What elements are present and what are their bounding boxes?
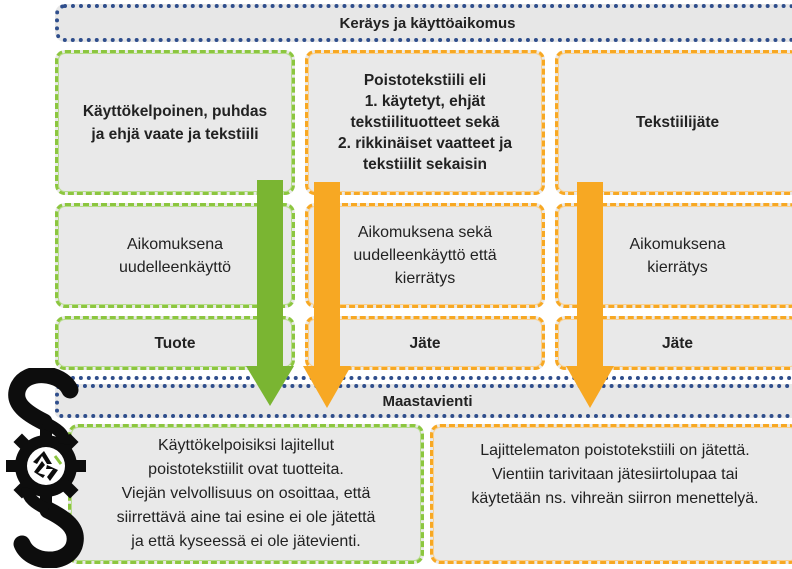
column-1-status-label: Tuote (154, 334, 196, 352)
column-2-header-line: Poistotekstiili eli (363, 72, 487, 89)
column-3-intent-line: kierrätys (647, 258, 708, 276)
export-label: Maastavienti (382, 392, 473, 410)
green-down-arrow (246, 180, 294, 406)
product-export-note: Käyttökelpoisiksi lajitellut poistotekst… (68, 424, 424, 564)
waste-export-note: Lajittelematon poistotekstiili on jätett… (430, 424, 792, 564)
column-2-intent: Aikomuksena sekä uudelleenkäyttö että ki… (305, 203, 545, 308)
product-export-note-line: poistotekstiilit ovat tuotteita. (148, 461, 344, 478)
product-export-note-line: ja että kyseessä ei ole jätevienti. (131, 533, 361, 550)
column-1-intent-line: Aikomuksena (126, 235, 224, 253)
column-1-header-line: Käyttökelpoinen, puhdas (82, 102, 268, 120)
product-export-note-line: Käyttökelpoisiksi lajitellut (157, 437, 335, 454)
export-bar: Maastavienti (55, 384, 792, 418)
column-2-intent-line: kierrätys (394, 270, 456, 287)
column-1-header: Käyttökelpoinen, puhdas ja ehjä vaate ja… (55, 50, 295, 195)
column-3-header-line: Tekstiilijäte (635, 114, 720, 131)
section-sign-recycle-logo-icon (6, 368, 86, 568)
column-2-intent-line: Aikomuksena sekä (357, 224, 493, 241)
separator-dotted-line (55, 376, 792, 380)
column-1-status: Tuote (55, 316, 295, 370)
orange-down-arrow-column-2 (303, 182, 351, 408)
waste-export-note-line: käytetään ns. vihreän siirron menettelyä… (471, 490, 759, 507)
collection-intent-label: Keräys ja käyttöaikomus (339, 14, 516, 32)
column-3-header: Tekstiilijäte (555, 50, 792, 195)
column-3-intent-line: Aikomuksena (629, 235, 726, 253)
column-2-header-line: tekstiilituotteet sekä (350, 114, 500, 131)
waste-export-note-line: Vientiin tarivitaan jätesiirtolupaa tai (491, 466, 739, 483)
product-export-note-line: siirrettävä aine tai esine ei ole jätett… (116, 509, 376, 526)
column-2-intent-line: uudelleenkäyttö että (353, 247, 497, 264)
column-3-status-label: Jäte (661, 334, 694, 352)
column-2-header: Poistotekstiili eli 1. käytetyt, ehjät t… (305, 50, 545, 195)
orange-down-arrow-column-3 (566, 182, 614, 408)
column-2-header-line: 1. käytetyt, ehjät (364, 93, 486, 110)
column-2-status: Jäte (305, 316, 545, 370)
waste-export-note-line: Lajittelematon poistotekstiili on jätett… (480, 442, 750, 459)
column-1-intent-line: uudelleenkäyttö (118, 258, 232, 276)
column-2-header-line: tekstiilit sekaisin (362, 156, 488, 173)
product-export-note-line: Viejän velvollisuus on osoittaa, että (121, 485, 371, 502)
column-2-status-label: Jäte (409, 334, 441, 352)
column-1-header-line: ja ehjä vaate ja tekstiili (91, 125, 259, 143)
column-1-intent: Aikomuksena uudelleenkäyttö (55, 203, 295, 308)
column-2-header-line: 2. rikkinäiset vaatteet ja (337, 135, 513, 152)
collection-intent-bar: Keräys ja käyttöaikomus (55, 4, 792, 42)
